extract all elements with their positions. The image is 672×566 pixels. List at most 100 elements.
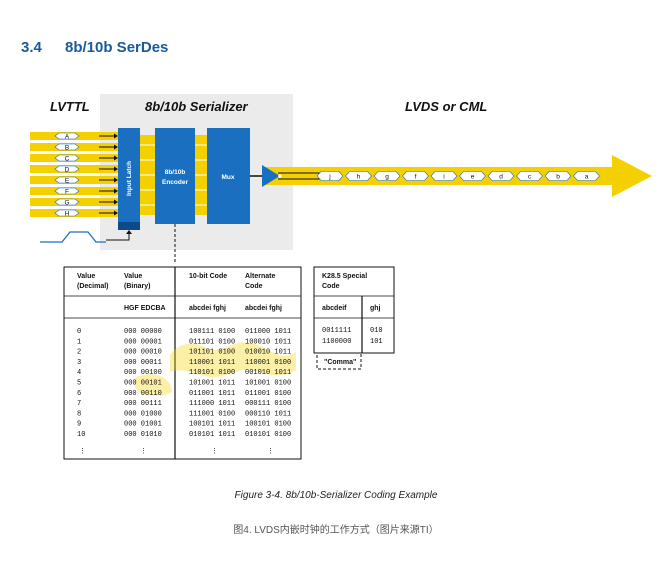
serial-bit: a <box>573 171 600 181</box>
encoder-block <box>155 128 195 224</box>
lane-cell <box>54 198 80 206</box>
lane-arrow-icon <box>114 166 118 172</box>
encoder-label-1: 8b/10b <box>165 169 186 176</box>
comma-box <box>316 352 362 370</box>
input-latch-block <box>118 128 140 230</box>
serial-bit-label: g <box>385 173 389 180</box>
td-binary: 000 00000 <box>124 328 162 336</box>
td-binary: 000 01000 <box>124 410 162 418</box>
th-decimal-2: (Decimal) <box>77 283 109 290</box>
th-decimal-1: Value <box>77 273 95 280</box>
mux-block <box>207 128 250 224</box>
ellipsis-mark: ⋮ <box>211 448 218 456</box>
td-code: 010101 1011 <box>189 431 235 439</box>
td-code: 011001 1011 <box>189 390 235 398</box>
serial-bit-cell <box>345 171 372 181</box>
input-lane: B <box>30 143 118 151</box>
td-binary: 000 00001 <box>124 338 162 346</box>
k28-title-2: Code <box>322 283 340 290</box>
td-alt: 010101 0100 <box>245 431 291 439</box>
td-decimal: 3 <box>77 359 81 367</box>
serial-bit-cell <box>516 171 543 181</box>
td-binary: 000 00110 <box>124 390 162 398</box>
td-alt: 100010 1011 <box>245 338 291 346</box>
lane-label: F <box>65 188 69 195</box>
lane-arrow-icon <box>114 177 118 183</box>
td-binary: 000 00010 <box>124 349 162 357</box>
td-alt: 001010 1011 <box>245 369 291 377</box>
latch-encoder-bus <box>140 135 155 215</box>
td-alt: 000111 0100 <box>245 400 291 408</box>
clock-arrow-icon <box>126 230 132 234</box>
td-code: 111000 1011 <box>189 400 235 408</box>
td-code: 101001 1011 <box>189 380 235 388</box>
lane-label: B <box>65 144 69 151</box>
clock-waveform-icon <box>40 231 106 243</box>
serial-bit-label: c <box>528 173 532 180</box>
serial-bit: c <box>516 171 543 181</box>
serial-bit-cell <box>316 171 344 181</box>
th-binary-2: (Binary) <box>124 283 150 290</box>
th-alt-2: Code <box>245 283 263 290</box>
lane-cell <box>54 176 80 184</box>
td-alt: 000110 1011 <box>245 410 291 418</box>
serial-bit-cell <box>487 171 515 181</box>
driver-output-dot <box>278 174 282 178</box>
th-binary-1: Value <box>124 273 142 280</box>
clock-line <box>106 232 130 241</box>
sub-code: abcdei fghj <box>189 305 226 312</box>
lane-arrow-icon <box>114 144 118 150</box>
serializer-label: 8b/10b Serializer <box>145 99 249 114</box>
encoder-mux-bus <box>195 135 207 215</box>
sub-alt: abcdei fghj <box>245 305 282 312</box>
section-title: 8b/10b SerDes <box>65 39 168 56</box>
input-latch-label: Input Latch <box>126 161 133 196</box>
th-code-1: 10-bit Code <box>189 273 227 280</box>
coding-table: Value (Decimal) Value (Binary) 10-bit Co… <box>63 266 302 460</box>
lane-cell <box>54 154 80 162</box>
td-decimal: 6 <box>77 390 81 398</box>
td-binary: 000 00101 <box>124 380 162 388</box>
td-code: 011101 0100 <box>189 338 235 346</box>
serial-bit: d <box>487 171 515 181</box>
serial-bit-label: f <box>415 173 417 180</box>
td-code: 100111 0100 <box>189 328 235 336</box>
serial-bit: h <box>345 171 372 181</box>
serial-bit-cell <box>430 171 458 181</box>
k28-col1-head: abcdeif <box>322 305 347 312</box>
comma-note: "Comma" <box>324 359 356 366</box>
k28-table: K28.5 Special Code abcdeif ghj 0011111 0… <box>313 266 395 370</box>
serial-bit-cell <box>402 171 429 181</box>
serial-bit: j <box>316 171 344 181</box>
source-caption: 图4. LVDS内嵌时钟的工作方式（图片来源TI） <box>233 523 438 536</box>
highlight-band <box>170 342 296 378</box>
lane-label: G <box>64 199 69 206</box>
lane-arrow-icon <box>114 133 118 139</box>
serial-bit-cell <box>573 171 600 181</box>
k28-r1-c2: 010 <box>370 327 383 335</box>
td-decimal: 7 <box>77 400 81 408</box>
serial-bit-label: h <box>357 173 361 180</box>
k28-title-1: K28.5 Special <box>322 273 367 280</box>
td-binary: 000 00011 <box>124 359 162 367</box>
lane-label: A <box>65 133 70 140</box>
table-ellipsis-row: ⋮⋮⋮⋮ <box>79 448 274 456</box>
input-lane: F <box>30 187 118 195</box>
k28-r1-c1: 0011111 <box>322 327 351 335</box>
lane-arrow-icon <box>114 188 118 194</box>
lane-cell <box>54 143 80 151</box>
td-decimal: 4 <box>77 369 81 377</box>
td-alt: 101001 0100 <box>245 380 291 388</box>
serial-bit: g <box>373 171 401 181</box>
td-binary: 000 01010 <box>124 431 162 439</box>
serial-bit-cell <box>459 171 486 181</box>
